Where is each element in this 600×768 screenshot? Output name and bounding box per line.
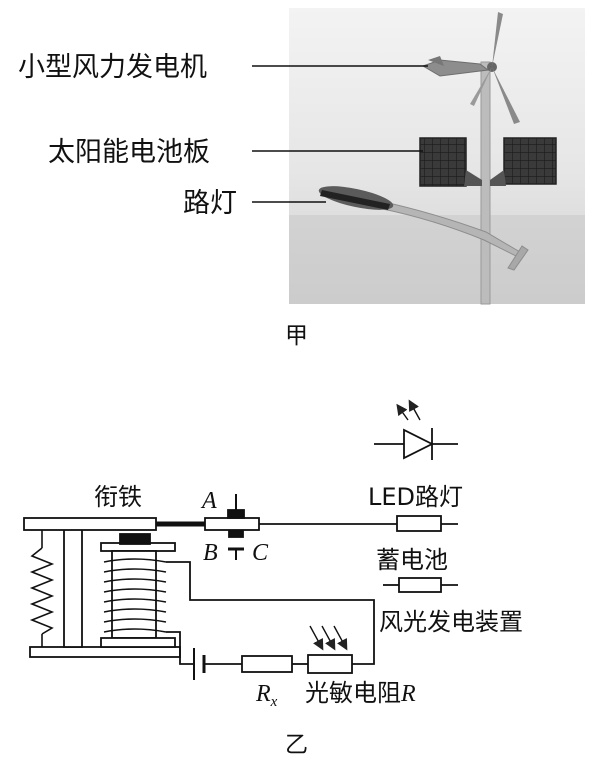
relay-base [29,646,181,658]
caption-figure-b: 乙 [285,732,308,758]
label-wind-turbine: 小型风力发电机 [18,52,207,83]
caption-figure-a: 甲 [285,323,308,349]
label-photoresistor: 光敏电阻R [305,679,416,707]
relay-post [63,524,83,648]
coil-windings [103,558,167,633]
circuit-labels: 衔铁 A B C LED路灯 蓄电池 风光发电装置 Rx 光敏电阻R 乙 [94,483,523,758]
label-contact-a: A [200,488,217,514]
light-arrows-icon [309,625,348,651]
circuit-diagram [23,399,458,680]
led-resistor-box [396,515,442,532]
battery-box [398,577,442,593]
label-solar-panel: 太阳能电池板 [48,137,210,168]
led-icon [374,399,458,460]
solar-panel-icon [419,137,557,187]
armature-bar [23,517,157,531]
label-contact-b: B [203,540,218,566]
label-led-light: LED路灯 [368,483,463,511]
electromagnet-core [111,550,157,639]
switch-blade [204,517,260,531]
label-street-light: 路灯 [183,188,237,219]
label-battery: 蓄电池 [376,546,448,574]
label-rx: Rx [255,681,278,710]
label-generator: 风光发电装置 [379,608,523,636]
photo-panel: 小型风力发电机 太阳能电池板 路灯 甲 [18,8,585,349]
lamp-pole [480,61,491,305]
resistor-rx [241,655,293,673]
wind-turbine-icon [421,12,520,124]
label-contact-c: C [252,540,269,566]
spring-icon [29,530,55,647]
photoresistor [307,654,353,674]
label-armature: 衔铁 [94,483,142,511]
street-light-icon [318,186,529,271]
